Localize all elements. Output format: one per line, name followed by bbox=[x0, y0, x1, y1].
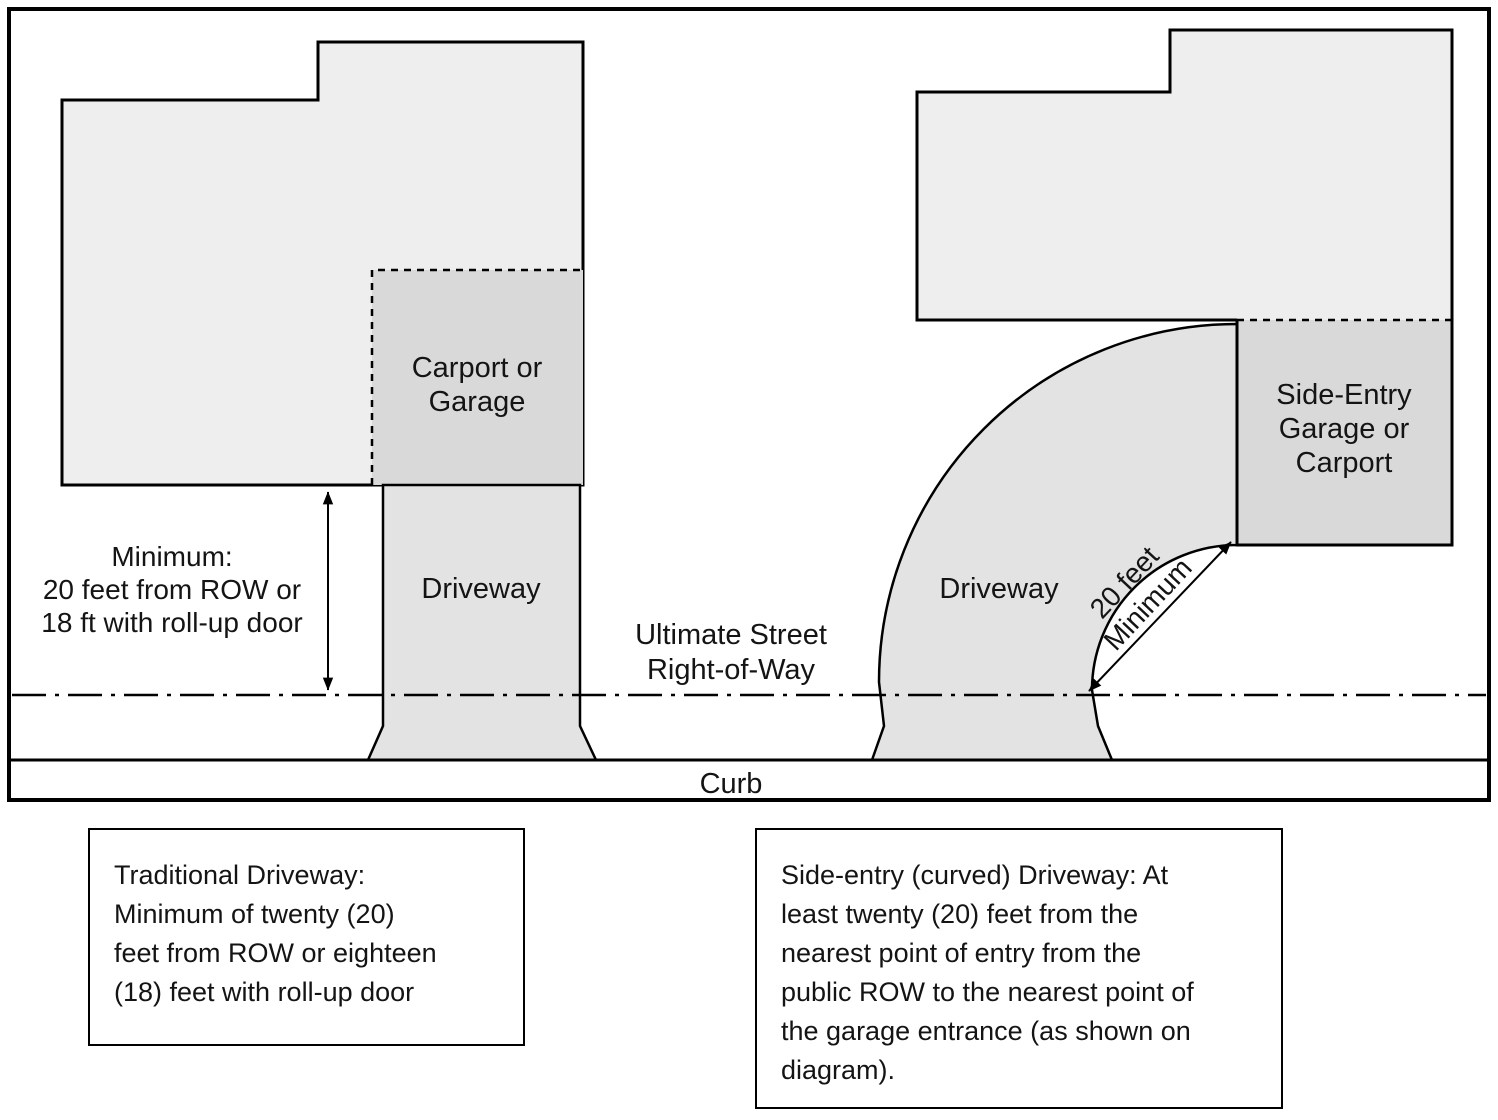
setback-note-line2: 20 feet from ROW or bbox=[43, 574, 301, 605]
caption-line: Minimum of twenty (20) bbox=[114, 899, 395, 929]
caption-line: Side-entry (curved) Driveway: At bbox=[781, 860, 1169, 890]
right-garage-label-line2: Garage or bbox=[1279, 413, 1410, 445]
row-label-line2: Right-of-Way bbox=[647, 654, 816, 686]
caption-line: Traditional Driveway: bbox=[114, 860, 366, 890]
caption-line: diagram). bbox=[781, 1055, 896, 1085]
caption-line: feet from ROW or eighteen bbox=[114, 938, 437, 968]
caption-line: least twenty (20) feet from the bbox=[781, 899, 1139, 929]
left-garage-area bbox=[372, 270, 583, 485]
caption-line: public ROW to the nearest point of bbox=[781, 977, 1194, 1007]
caption-line: (18) feet with roll-up door bbox=[114, 977, 415, 1007]
curve-dimension-arrow bbox=[1088, 541, 1232, 692]
row-label-line1: Ultimate Street bbox=[635, 619, 827, 651]
driveway-diagram: Carport or Garage Driveway Minimum: 20 f… bbox=[7, 7, 1491, 802]
right-garage-label-line1: Side-Entry bbox=[1276, 379, 1412, 411]
setback-note-line1: Minimum: bbox=[111, 541, 232, 572]
left-garage-label-line2: Garage bbox=[429, 386, 526, 418]
right-house-footprint bbox=[917, 30, 1452, 320]
curb-label: Curb bbox=[700, 768, 763, 800]
right-house-outline bbox=[915, 28, 1454, 322]
right-garage-outline bbox=[1235, 320, 1454, 547]
left-driveway-label: Driveway bbox=[421, 573, 541, 605]
caption-side-entry-driveway: Side-entry (curved) Driveway: At least t… bbox=[755, 828, 1283, 1109]
right-driveway-label: Driveway bbox=[939, 573, 1059, 605]
left-garage-dashed-boundary bbox=[370, 268, 583, 485]
right-garage-label-line3: Carport bbox=[1296, 447, 1393, 479]
figure: Carport or Garage Driveway Minimum: 20 f… bbox=[7, 7, 1491, 1109]
caption-traditional-driveway: Traditional Driveway: Minimum of twenty … bbox=[88, 828, 525, 1046]
left-driveway bbox=[366, 483, 598, 762]
diagram-border bbox=[7, 7, 1491, 802]
setback-note-line3: 18 ft with roll-up door bbox=[41, 607, 302, 638]
caption-line: the garage entrance (as shown on bbox=[781, 1016, 1191, 1046]
right-garage-area bbox=[1237, 320, 1452, 545]
caption-line: nearest point of entry from the bbox=[781, 938, 1142, 968]
left-garage-label-line1: Carport or bbox=[412, 352, 543, 384]
